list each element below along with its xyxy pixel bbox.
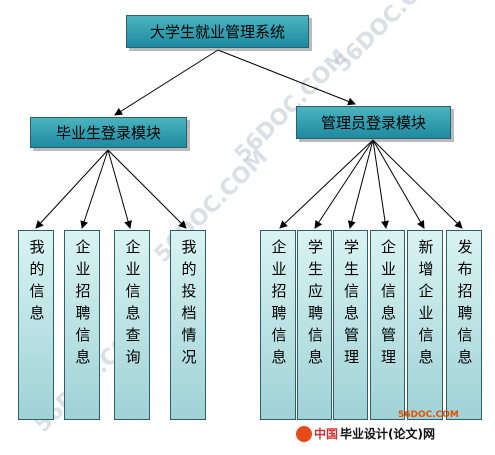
module-student-login: 毕业生登录模块 xyxy=(30,117,187,148)
leaf-label: 学生信息管理 xyxy=(342,239,360,371)
connector-right-3 xyxy=(347,139,374,229)
leaf-admin-3: 学生信息管理 xyxy=(333,230,368,420)
module-admin-login: 管理员登录模块 xyxy=(296,106,451,139)
leaf-student-4: 我的投档情况 xyxy=(170,230,206,420)
connector-left-4 xyxy=(107,149,187,229)
leaf-label: 我的投档情况 xyxy=(179,239,198,371)
leaf-label: 我的信息 xyxy=(27,239,46,327)
connector-root-right xyxy=(217,49,356,106)
leaf-label: 新增企业信息 xyxy=(416,239,435,371)
site-logo: 中国 毕业设计(论文)网 xyxy=(296,425,435,442)
connector-right-1 xyxy=(279,139,374,229)
connector-root-left xyxy=(114,49,219,116)
leaf-admin-2: 学生应聘信息 xyxy=(297,230,332,420)
leaf-label: 学生应聘信息 xyxy=(306,239,324,371)
logo-badge-icon xyxy=(296,425,312,442)
leaf-student-3: 企业信息查询 xyxy=(114,230,150,420)
connector-left-3 xyxy=(107,149,132,229)
root-label: 大学生就业管理系统 xyxy=(149,23,285,41)
leaf-label: 发布招聘信息 xyxy=(455,239,474,371)
leaf-label: 企业信息查询 xyxy=(123,239,142,371)
leaf-label: 企业招聘信息 xyxy=(269,239,288,371)
root-node: 大学生就业管理系统 xyxy=(126,15,309,48)
connector-right-5 xyxy=(372,139,425,229)
logo-site: 56DOC.COM xyxy=(398,410,459,420)
connector-left-2 xyxy=(80,149,109,229)
connector-right-6 xyxy=(372,139,463,229)
leaf-label: 企业信息管理 xyxy=(379,239,397,371)
connector-right-4 xyxy=(372,139,389,229)
module-label: 管理员登录模块 xyxy=(320,114,426,132)
leaf-admin-6: 发布招聘信息 xyxy=(446,230,482,420)
connector-right-2 xyxy=(314,139,374,229)
logo-prefix: 中国 xyxy=(314,427,339,441)
leaf-student-2: 企业招聘信息 xyxy=(64,230,100,420)
leaf-admin-4: 企业信息管理 xyxy=(370,230,405,420)
logo-main: 毕业设计(论文)网 xyxy=(340,427,435,441)
leaf-label: 企业招聘信息 xyxy=(73,239,92,371)
leaf-admin-1: 企业招聘信息 xyxy=(260,230,296,420)
leaf-admin-5: 新增企业信息 xyxy=(407,230,443,420)
connector-left-1 xyxy=(35,149,109,229)
leaf-student-1: 我的信息 xyxy=(18,230,54,420)
module-label: 毕业生登录模块 xyxy=(55,124,161,142)
